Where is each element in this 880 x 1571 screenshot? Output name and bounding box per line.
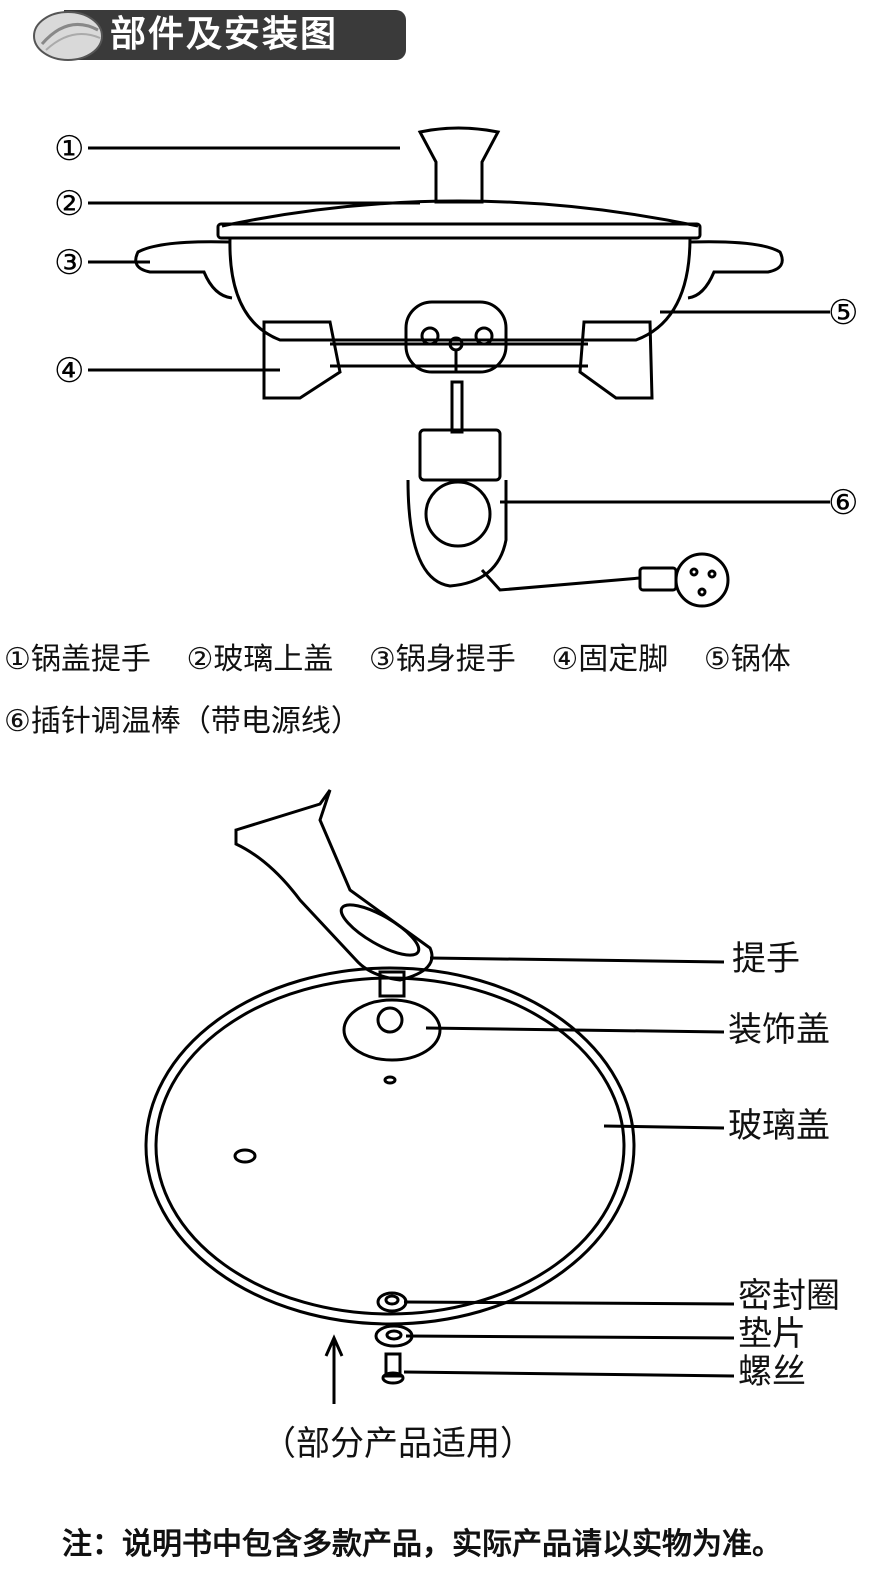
page-title: 部件及安装图 [110, 14, 339, 55]
label-decor-cap: 装饰盖 [728, 1010, 830, 1050]
assembled-pot-diagram: ① ② ③ ④ ⑤ ⑥ [54, 126, 858, 608]
marker-5: ⑤ [828, 293, 858, 333]
footnote: 注：说明书中包含多款产品，实际产品请以实物为准。 [62, 1527, 782, 1562]
caption-pot-body: ⑤锅体 [703, 642, 791, 677]
caption-body-handle: ③锅身提手 [368, 642, 516, 677]
label-washer: 垫片 [738, 1314, 806, 1354]
marker-4: ④ [54, 351, 84, 391]
parts-caption-line1: ①锅盖提手 ②玻璃上盖 ③锅身提手 ④固定脚 ⑤锅体 [4, 642, 817, 678]
parts-caption-line2: ⑥插针调温棒（带电源线） [4, 704, 361, 739]
applicability-note: （部分产品适用） [262, 1424, 534, 1464]
label-screw: 螺丝 [738, 1352, 806, 1392]
label-glass-lid: 玻璃盖 [728, 1106, 830, 1146]
marker-6: ⑥ [828, 483, 858, 523]
label-handle: 提手 [732, 939, 800, 979]
leaf-logo-icon [33, 11, 103, 61]
caption-foot: ④固定脚 [551, 642, 669, 677]
marker-1: ① [54, 129, 84, 169]
section-header: 部件及安装图 [28, 4, 408, 62]
caption-lid-knob: ①锅盖提手 [4, 642, 151, 677]
label-seal-ring: 密封圈 [738, 1276, 840, 1316]
caption-glass-lid: ②玻璃上盖 [186, 642, 334, 677]
header-bar [64, 10, 406, 60]
lid-assembly-diagram [144, 789, 735, 1404]
marker-2: ② [54, 184, 84, 224]
marker-3: ③ [54, 243, 84, 283]
